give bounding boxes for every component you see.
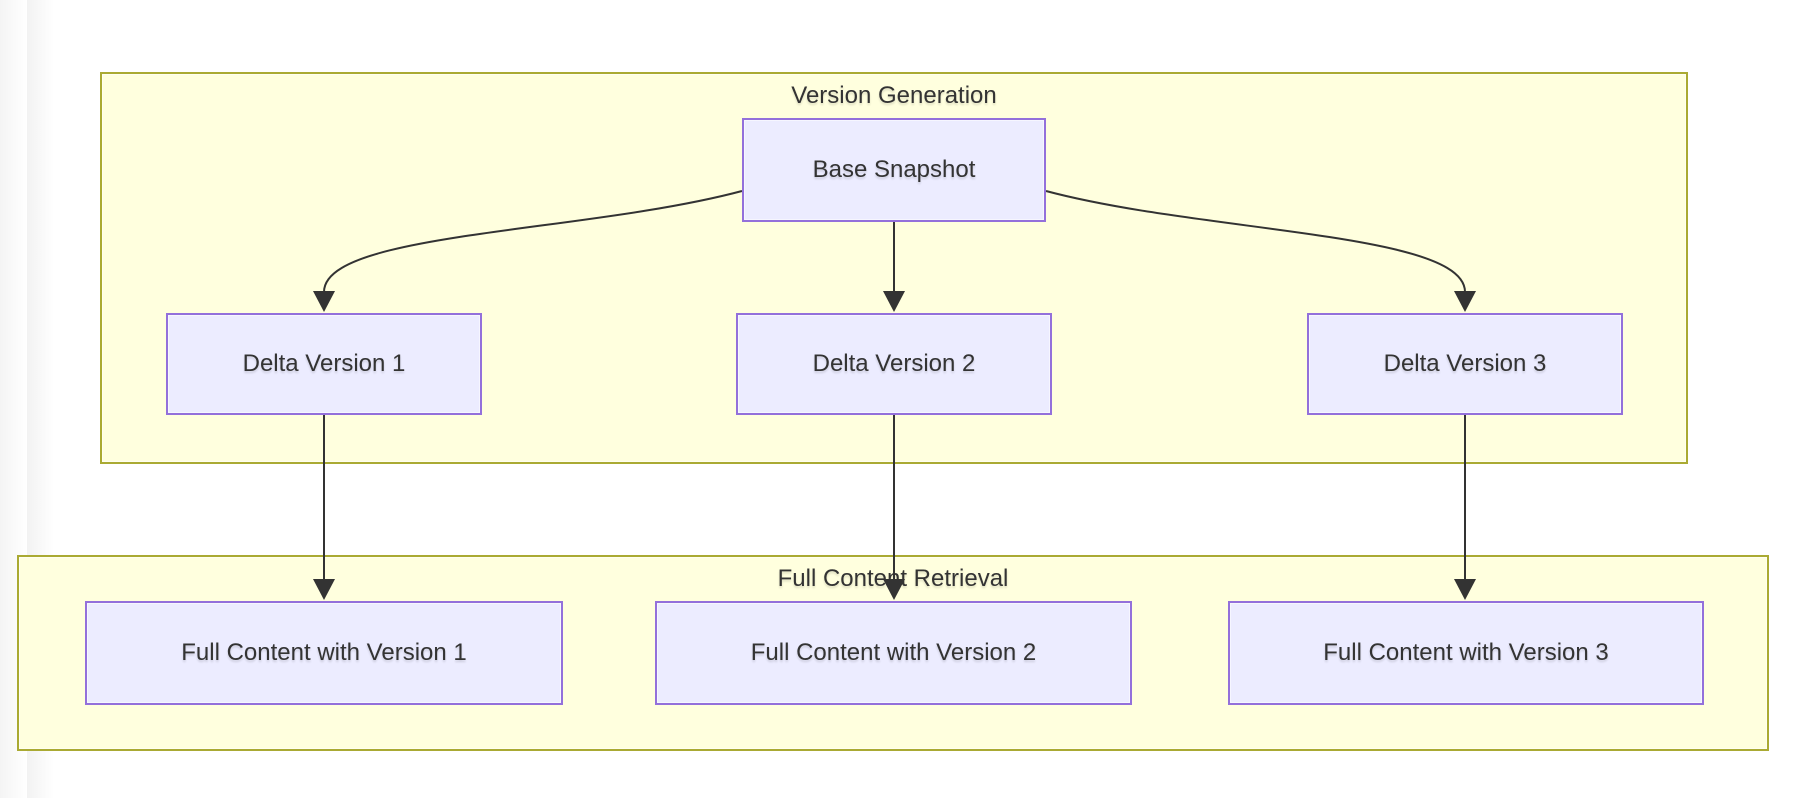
- node-label: Full Content with Version 1: [181, 639, 467, 666]
- node-label: Delta Version 1: [242, 350, 406, 377]
- node-label: Base Snapshot: [812, 156, 976, 183]
- subgraph-title-version-generation: Version Generation: [791, 82, 997, 109]
- node-full-content-version-2: Full Content with Version 2: [655, 601, 1132, 705]
- node-full-content-version-3: Full Content with Version 3: [1228, 601, 1704, 705]
- node-delta-version-2: Delta Version 2: [736, 313, 1052, 415]
- node-base-snapshot: Base Snapshot: [742, 118, 1046, 222]
- node-delta-version-3: Delta Version 3: [1307, 313, 1623, 415]
- node-label: Full Content with Version 3: [1323, 639, 1609, 666]
- node-label: Delta Version 2: [812, 350, 976, 377]
- node-full-content-version-1: Full Content with Version 1: [85, 601, 563, 705]
- node-label: Delta Version 3: [1383, 350, 1547, 377]
- subgraph-title-full-content-retrieval: Full Content Retrieval: [777, 565, 1009, 592]
- node-label: Full Content with Version 2: [750, 639, 1037, 666]
- node-delta-version-1: Delta Version 1: [166, 313, 482, 415]
